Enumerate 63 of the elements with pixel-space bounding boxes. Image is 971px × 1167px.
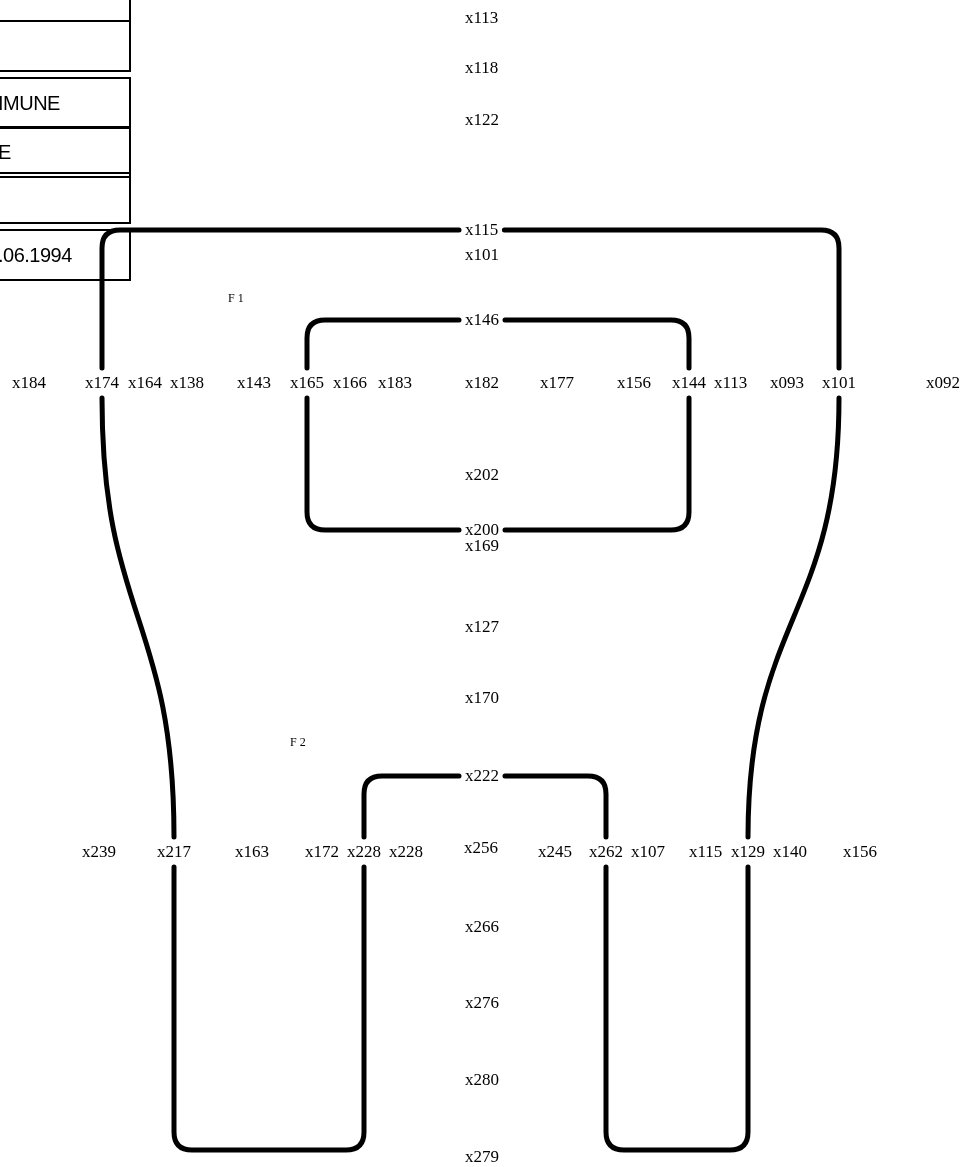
code-label: x280: [465, 1071, 499, 1089]
code-label: x184: [12, 374, 46, 392]
code-label: x262: [589, 843, 623, 861]
connector-line: [304, 317, 462, 371]
connector-line: [361, 773, 462, 840]
code-label: x222: [465, 767, 499, 785]
table-cell: IMUNE: [0, 77, 131, 129]
connector-line: [99, 227, 462, 371]
code-label: x107: [631, 843, 665, 861]
code-label: x101: [465, 246, 499, 264]
code-label: x279: [465, 1148, 499, 1166]
table-cell: E: [0, 126, 131, 178]
code-label: x101: [822, 374, 856, 392]
connector-line: [171, 864, 367, 1153]
code-label: x156: [843, 843, 877, 861]
code-label: x138: [170, 374, 204, 392]
code-label: x245: [538, 843, 572, 861]
figure-label: F 1: [228, 290, 244, 307]
code-label: x127: [465, 618, 499, 636]
code-label: x256: [464, 839, 498, 857]
connector-line: [745, 395, 842, 840]
code-label: x113: [714, 374, 748, 392]
code-label: x115: [465, 221, 499, 239]
code-label: x239: [82, 843, 116, 861]
code-label: x183: [378, 374, 412, 392]
connector-line: [502, 773, 609, 840]
code-label: x165: [290, 374, 324, 392]
code-label: x266: [465, 918, 499, 936]
figure-label: F 2: [290, 734, 306, 751]
code-label: x174: [85, 374, 119, 392]
connector-line: [304, 395, 462, 533]
code-label: x115: [689, 843, 723, 861]
code-label: x118: [465, 59, 499, 77]
code-label: x169: [465, 537, 499, 555]
code-label: x144: [672, 374, 706, 392]
code-label: x113: [465, 9, 499, 27]
code-label: x129: [731, 843, 765, 861]
code-label: x164: [128, 374, 162, 392]
code-label: x163: [235, 843, 269, 861]
code-label: x228: [347, 843, 381, 861]
code-label: x217: [157, 843, 191, 861]
code-label: x276: [465, 994, 499, 1012]
code-label: x092: [926, 374, 960, 392]
code-label: x166: [333, 374, 367, 392]
connector-line: [501, 227, 842, 371]
code-label: x122: [465, 111, 499, 129]
code-label: x143: [237, 374, 271, 392]
code-label: x156: [617, 374, 651, 392]
code-label: x093: [770, 374, 804, 392]
code-label: x200: [465, 521, 499, 539]
code-label: x170: [465, 689, 499, 707]
code-label: x177: [540, 374, 574, 392]
connector-line: [502, 317, 692, 371]
code-label: x202: [465, 466, 499, 484]
code-label: x146: [465, 311, 499, 329]
connector-line: [502, 395, 692, 533]
table-cell: .06.1994: [0, 229, 131, 281]
connector-line: [603, 864, 751, 1153]
code-label: x182: [465, 374, 499, 392]
code-label: x228: [389, 843, 423, 861]
code-label: x172: [305, 843, 339, 861]
connector-line: [99, 395, 177, 840]
code-label: x140: [773, 843, 807, 861]
